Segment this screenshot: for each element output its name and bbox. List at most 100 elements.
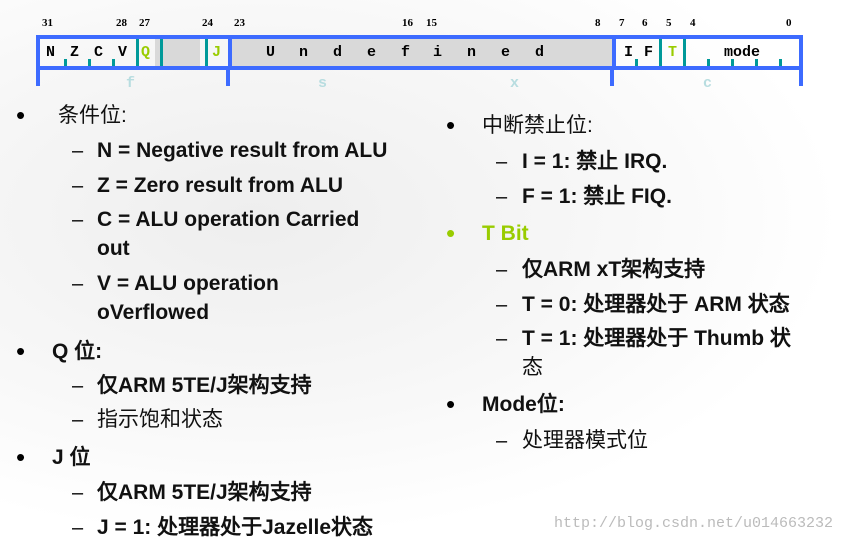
bit-15: 15: [426, 17, 437, 29]
undefined-letter: U: [266, 44, 276, 61]
dash: –: [496, 294, 508, 316]
item-v: V = ALU operation: [97, 272, 279, 295]
undefined-field: [232, 39, 616, 66]
flag-f: F: [644, 44, 654, 61]
tick: [779, 59, 782, 66]
flag-t: T: [668, 44, 678, 61]
heading-condition: 条件位:: [58, 104, 127, 127]
bit-27: 27: [139, 17, 150, 29]
dash: –: [72, 375, 84, 397]
divider: [659, 39, 662, 66]
undefined-letter: n: [299, 44, 309, 61]
bit-8: 8: [595, 17, 601, 29]
item-j2: J = 1: 处理器处于Jazelle状态: [97, 516, 374, 539]
dash: –: [496, 186, 508, 208]
heading-mode: Mode位:: [482, 393, 565, 416]
undefined-letter: d: [333, 44, 343, 61]
bit-0: 0: [786, 17, 792, 29]
divider: [160, 39, 163, 66]
bullet: •: [446, 110, 456, 140]
divider: [683, 39, 686, 66]
bit-31: 31: [42, 17, 53, 29]
mode-field: mode: [724, 44, 761, 61]
item-c: C = ALU operation Carried: [97, 208, 360, 231]
divider: [205, 39, 208, 66]
bit-6: 6: [642, 17, 648, 29]
item-v-cont: oVerflowed: [97, 301, 210, 324]
flag-c: C: [94, 44, 104, 61]
item-n: N = Negative result from ALU: [97, 139, 388, 162]
bullet: •: [16, 336, 26, 366]
divider: [228, 35, 232, 70]
undefined-letter: i: [433, 44, 443, 61]
dash: –: [72, 175, 84, 197]
item-t1: 仅ARM xT架构支持: [522, 258, 706, 281]
item-mode1: 处理器模式位: [522, 429, 648, 452]
bullet: •: [446, 218, 456, 248]
bullet: •: [446, 389, 456, 419]
bracket: [36, 66, 40, 86]
tick: [635, 59, 638, 66]
bit-24: 24: [202, 17, 213, 29]
bit-16: 16: [402, 17, 413, 29]
bit-7: 7: [619, 17, 625, 29]
undefined-letter: n: [467, 44, 477, 61]
item-t2: T = 0: 处理器处于 ARM 状态: [522, 293, 790, 316]
flag-j: J: [212, 44, 222, 61]
undefined-letter: d: [535, 44, 545, 61]
item-z: Z = Zero result from ALU: [97, 174, 344, 197]
divider: [612, 35, 616, 70]
item-q2: 指示饱和状态: [97, 408, 223, 431]
bit-23: 23: [234, 17, 245, 29]
dash: –: [72, 209, 84, 231]
flag-v: V: [118, 44, 128, 61]
bullet: •: [16, 442, 26, 472]
undefined-letter: e: [501, 44, 511, 61]
heading-q: Q 位:: [52, 340, 103, 363]
tick: [755, 59, 758, 66]
dash: –: [72, 517, 84, 539]
dash: –: [72, 273, 84, 295]
field-label-f: f: [126, 75, 136, 92]
tick: [88, 59, 91, 66]
undefined-letter: f: [401, 44, 411, 61]
bracket: [799, 66, 803, 86]
heading-irq: 中断禁止位:: [482, 114, 593, 137]
item-f: F = 1: 禁止 FIQ.: [522, 185, 672, 208]
flag-z: Z: [70, 44, 80, 61]
item-c-cont: out: [97, 237, 130, 260]
dash: –: [72, 482, 84, 504]
item-t3: T = 1: 处理器处于 Thumb 状: [522, 327, 791, 350]
heading-j: J 位: [52, 446, 91, 469]
undefined-letter: e: [367, 44, 377, 61]
bracket: [226, 66, 230, 86]
item-t3-cont: 态: [522, 356, 543, 379]
field-label-s: s: [318, 75, 328, 92]
tick: [731, 59, 734, 66]
item-i: I = 1: 禁止 IRQ.: [522, 150, 668, 173]
item-q1: 仅ARM 5TE/J架构支持: [97, 374, 312, 397]
bit-4: 4: [690, 17, 696, 29]
flag-i: I: [624, 44, 634, 61]
tick: [112, 59, 115, 66]
bit-5: 5: [666, 17, 672, 29]
watermark: http://blog.csdn.net/u014663232: [553, 515, 833, 532]
cpsr-register-diagram: N Z C V Q J U n d e f i n e d I F T mode: [36, 35, 803, 70]
dash: –: [496, 328, 508, 350]
tick: [707, 59, 710, 66]
dash: –: [496, 259, 508, 281]
divider: [136, 39, 139, 66]
tick: [64, 59, 67, 66]
flag-q: Q: [141, 44, 151, 61]
dash: –: [72, 140, 84, 162]
dash: –: [496, 151, 508, 173]
flag-n: N: [46, 44, 56, 61]
field-label-c: c: [703, 75, 713, 92]
dash: –: [72, 409, 84, 431]
dash: –: [496, 430, 508, 452]
field-label-x: x: [510, 75, 520, 92]
heading-t-bit: T Bit: [482, 222, 529, 245]
bit-28: 28: [116, 17, 127, 29]
item-j1: 仅ARM 5TE/J架构支持: [97, 481, 312, 504]
